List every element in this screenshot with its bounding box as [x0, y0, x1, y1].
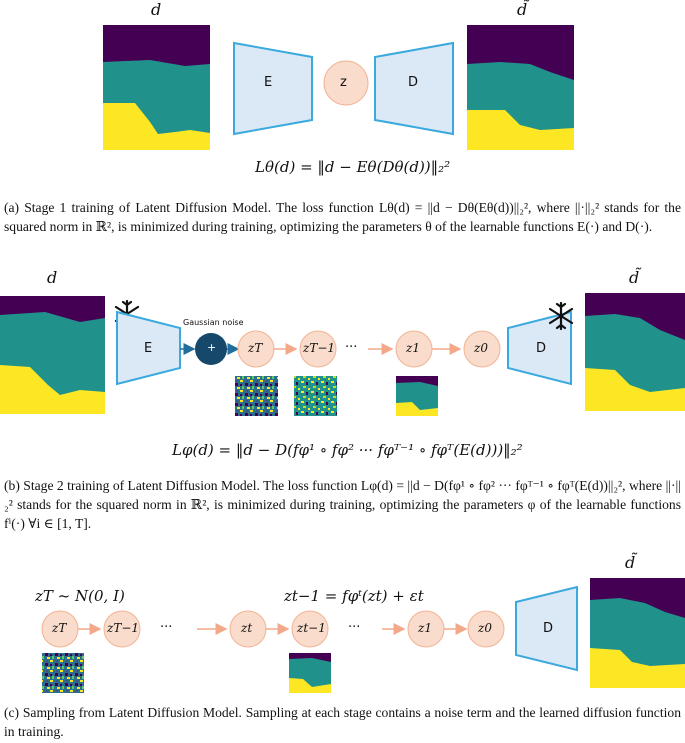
encoder-label-a: E [264, 75, 273, 90]
output-label-a: d̃ [517, 0, 528, 19]
latent-thumb-c-zt-1 [289, 653, 331, 693]
decoder-block-b [507, 310, 572, 386]
input-label-a: d [151, 0, 162, 19]
encoder-block-a [233, 41, 313, 136]
add-noise-symbol: + [207, 341, 217, 354]
gaussian-noise-label: Gaussian noise [183, 318, 244, 327]
ellipsis-c-1: ··· [160, 620, 173, 635]
noisy-latent-thumb-zT [235, 376, 278, 416]
latent-label-b-z0: z0 [474, 341, 488, 355]
latent-label-b-zT-1: zT−1 [303, 341, 336, 355]
output-image-a [467, 25, 574, 150]
noisy-latent-thumb-c-zT [42, 653, 84, 693]
loss-equation-b: Lφ(d) = ‖d − D(fφ¹ ∘ fφ² ··· fφᵀ⁻¹ ∘ fφᵀ… [172, 441, 523, 459]
latent-label-c-zt-1: zt−1 [297, 621, 326, 635]
ellipsis-c-2: ··· [348, 620, 361, 635]
latent-label-a: z [340, 75, 347, 90]
input-label-b: d [47, 268, 58, 287]
output-image-c [590, 578, 685, 688]
decoder-block-a [374, 41, 454, 136]
latent-label-c-zT: zT [52, 621, 67, 635]
panel-a [103, 25, 574, 150]
caption-b: (b) Stage 2 training of Latent Diffusion… [4, 478, 681, 531]
latent-node-c-z0 [467, 610, 505, 648]
input-image-b [0, 296, 105, 414]
encoder-block-b [116, 310, 181, 386]
latent-node-b-zT-1 [299, 330, 337, 368]
latent-thumb-z1 [396, 376, 438, 416]
latent-node-a [323, 60, 369, 106]
loss-equation-a: Lθ(d) = ‖d − Eθ(Dθ(d))‖₂² [255, 158, 451, 176]
frozen-snowflake-icon [548, 301, 574, 331]
output-image-b [585, 293, 685, 411]
panel-c [41, 578, 685, 693]
decoder-block-c [515, 585, 578, 672]
latent-label-b-z1: z1 [406, 341, 420, 355]
latent-label-b-zT: zT [248, 341, 263, 355]
panel-b [0, 293, 685, 416]
latent-label-c-zt: zt [241, 621, 253, 635]
latent-label-c-z1: z1 [418, 621, 432, 635]
input-image-a [103, 25, 210, 150]
caption-c: (c) Sampling from Latent Diffusion Model… [4, 705, 681, 739]
ellipsis-b: ··· [345, 340, 358, 355]
latent-node-b-z0 [463, 330, 501, 368]
latent-label-c-zT-1: zT−1 [107, 621, 140, 635]
noisy-latent-thumb-zT-1 [294, 376, 337, 416]
latent-node-c-zt-1 [291, 610, 329, 648]
prior-equation: zT ~ N(0, I) [35, 587, 125, 605]
latent-label-c-z0: z0 [478, 621, 492, 635]
latent-node-c-zT-1 [103, 610, 141, 648]
caption-a: (a) Stage 1 training of Latent Diffusion… [4, 200, 681, 234]
decoder-label-b: D [536, 341, 547, 356]
output-label-c: d̃ [625, 553, 636, 572]
decoder-label-a: D [408, 75, 419, 90]
noise-add-node [195, 333, 227, 365]
output-label-b: d̃ [629, 268, 640, 287]
encoder-label-b: E [144, 341, 153, 356]
step-equation: zt−1 = fφᵗ(zt) + εt [284, 587, 424, 605]
decoder-label-c: D [543, 621, 554, 636]
